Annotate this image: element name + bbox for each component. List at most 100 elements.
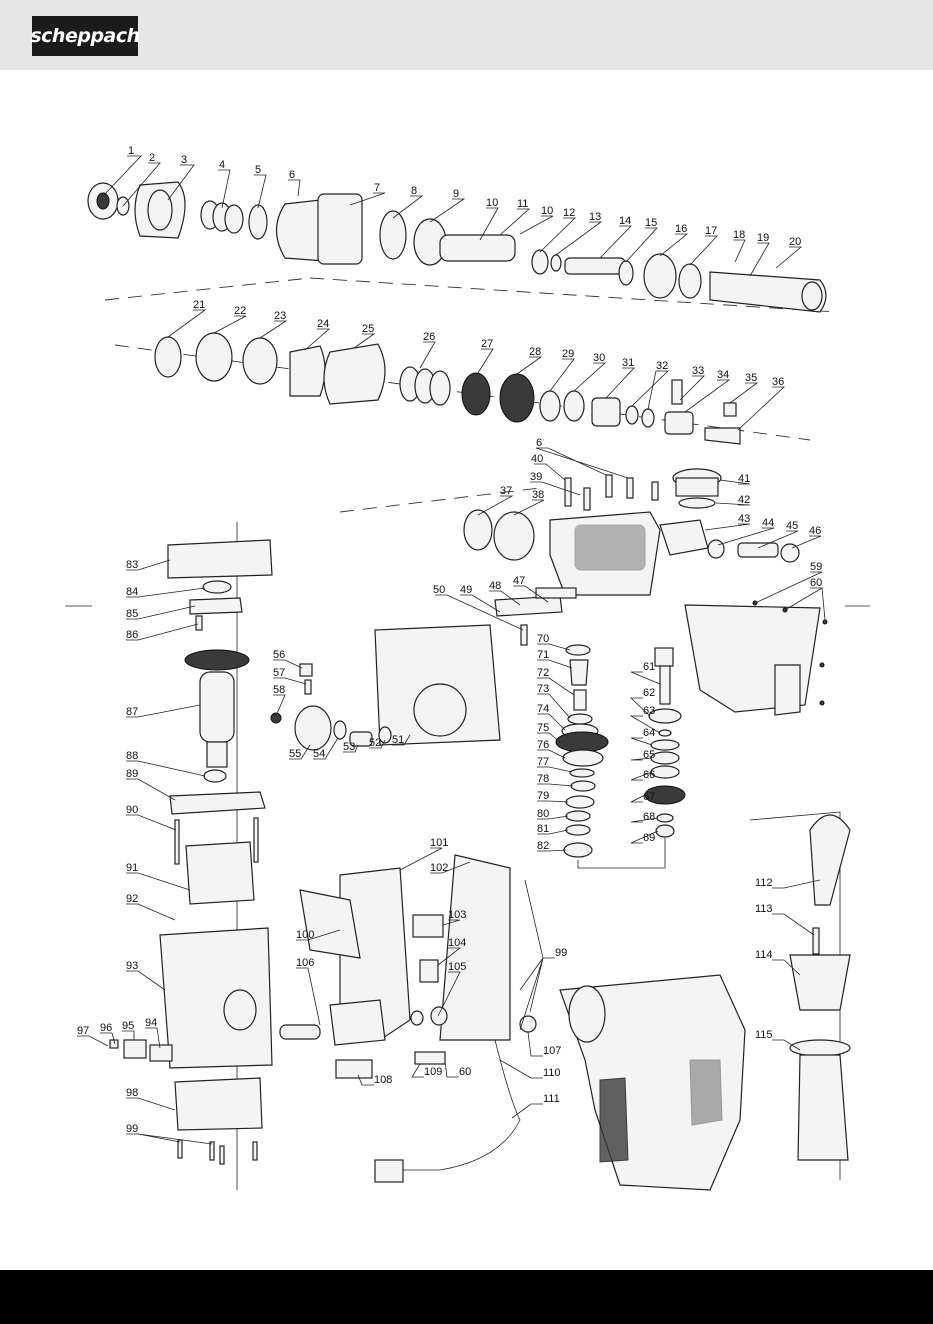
callout-label: 114 [755, 949, 773, 961]
callout-label: 106 [296, 957, 314, 969]
callout-label: 26 [423, 331, 435, 343]
callout-label: 12 [563, 207, 575, 219]
callout-label: 94 [145, 1017, 157, 1029]
callout-label: 27 [481, 338, 493, 350]
callout-label: 56 [273, 649, 285, 661]
callout-label: 69 [643, 832, 655, 844]
brand-logo: scheppach [30, 16, 140, 56]
callout-label: 6 [289, 169, 295, 181]
callout-label: 98 [126, 1087, 138, 1099]
callout-label: 60 [810, 577, 822, 589]
callout-label: 2 [149, 152, 155, 164]
callout-label: 46 [809, 525, 821, 537]
callout-label: 51 [392, 734, 404, 746]
callout-label: 103 [448, 909, 466, 921]
callout-label: 44 [762, 517, 774, 529]
callout-label: 57 [273, 667, 285, 679]
footer-bar [0, 1270, 933, 1324]
callout-label: 58 [273, 684, 285, 696]
callout-labels: 1 2 3 4 5 6 7 8 9 10 10 11 12 13 14 15 1… [77, 145, 822, 1135]
callout-label: 89 [126, 768, 138, 780]
callout-label: 81 [537, 823, 549, 835]
callout-label: 101 [430, 837, 448, 849]
callout-label: 70 [537, 633, 549, 645]
callout-label: 22 [234, 305, 246, 317]
callout-label: 105 [448, 961, 466, 973]
leader-lines [77, 155, 826, 1145]
callout-label: 90 [126, 804, 138, 816]
callout-label: 61 [643, 661, 655, 673]
callout-label: 50 [433, 584, 445, 596]
callout-label: 34 [717, 369, 729, 381]
assembled-tool [559, 974, 746, 1191]
callout-label: 65 [643, 749, 655, 761]
callout-label: 1 [128, 145, 134, 157]
callout-label: 100 [296, 929, 314, 941]
callout-label: 24 [317, 318, 329, 330]
callout-label: 87 [126, 706, 138, 718]
callout-label: 16 [675, 223, 687, 235]
callout-label: 59 [810, 561, 822, 573]
row-gear-parts [154, 332, 741, 445]
callout-label: 79 [537, 790, 549, 802]
callout-label: 63 [643, 705, 655, 717]
callout-label: 28 [529, 346, 541, 358]
callout-label: 17 [705, 225, 717, 237]
motor-column [109, 539, 273, 1165]
callout-label: 53 [343, 741, 355, 753]
callout-label: 60 [459, 1066, 471, 1078]
callout-label: 107 [543, 1045, 561, 1057]
callout-label: 36 [772, 376, 784, 388]
brand-logo-text: scheppach [30, 25, 140, 47]
callout-label: 52 [369, 737, 381, 749]
callout-label: 74 [537, 703, 549, 715]
callout-label: 78 [537, 773, 549, 785]
callout-label: 99 [555, 947, 567, 959]
callout-label: 75 [537, 722, 549, 734]
callout-label: 67 [643, 791, 655, 803]
callout-label: 30 [593, 352, 605, 364]
callout-label: 10 [486, 197, 498, 209]
callout-label: 40 [531, 453, 543, 465]
callout-label: 32 [656, 360, 668, 372]
callout-label: 83 [126, 559, 138, 571]
callout-label: 62 [643, 687, 655, 699]
handle-assembly [279, 854, 537, 1183]
callout-label: 109 [424, 1066, 442, 1078]
callout-label: 6 [536, 437, 542, 449]
callout-label: 111 [543, 1093, 560, 1105]
callout-label: 96 [100, 1022, 112, 1034]
callout-label: 29 [562, 348, 574, 360]
gear-stack-70-82 [555, 644, 609, 858]
callout-label: 39 [530, 471, 542, 483]
callout-label: 110 [543, 1067, 561, 1079]
switch-and-housing [270, 587, 577, 751]
callout-label: 73 [537, 683, 549, 695]
callout-label: 25 [362, 323, 374, 335]
callout-label: 43 [738, 513, 750, 525]
callout-label: 33 [692, 365, 704, 377]
callout-label: 97 [77, 1025, 89, 1037]
callout-label: 41 [738, 473, 750, 485]
callout-label: 45 [786, 520, 798, 532]
exploded-parts-diagram: 1 2 3 4 5 6 7 8 9 10 10 11 12 13 14 15 1… [65, 145, 870, 1191]
callout-label: 54 [313, 748, 325, 760]
callout-label: 31 [622, 357, 634, 369]
callout-label: 112 [755, 877, 773, 889]
callout-label: 55 [289, 748, 301, 760]
callout-label: 93 [126, 960, 138, 972]
callout-label: 11 [517, 198, 528, 210]
callout-label: 72 [537, 667, 549, 679]
gear-housing-group [463, 468, 800, 596]
callout-label: 68 [643, 811, 655, 823]
gear-stack-61-69 [644, 647, 686, 838]
cover-housing [684, 600, 828, 716]
callout-label: 82 [537, 840, 549, 852]
callout-label: 88 [126, 750, 138, 762]
callout-label: 14 [619, 215, 631, 227]
callout-label: 108 [374, 1074, 392, 1086]
callout-label: 48 [489, 580, 501, 592]
callout-label: 47 [513, 575, 525, 587]
callout-label: 13 [589, 211, 601, 223]
callout-label: 102 [430, 862, 448, 874]
